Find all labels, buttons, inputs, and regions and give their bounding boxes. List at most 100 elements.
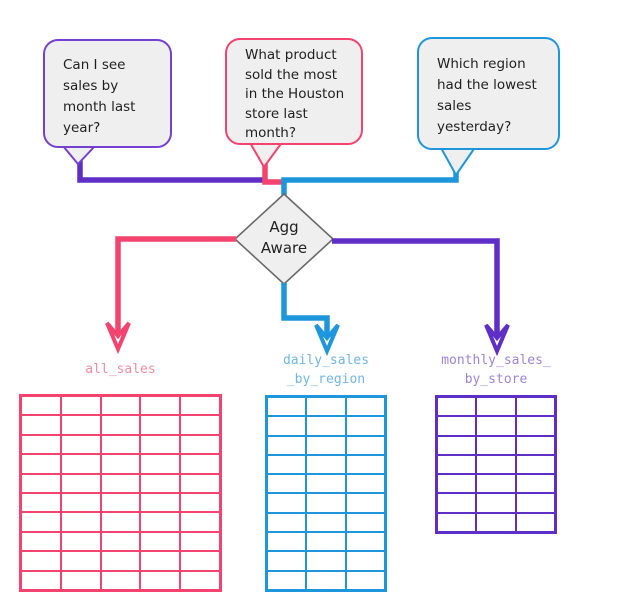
- table-cell: [141, 532, 180, 551]
- table-cell: [141, 397, 180, 415]
- table-cell: [61, 532, 100, 551]
- table-cell: [141, 552, 180, 570]
- table-cell: [307, 513, 345, 532]
- table-cell: [438, 455, 476, 474]
- table-cell: [61, 397, 100, 415]
- table-cell: [22, 416, 60, 434]
- table-cell: [61, 455, 100, 473]
- table-cell: [346, 494, 384, 512]
- table-cell: [346, 417, 384, 435]
- table-cell: [438, 513, 476, 531]
- table-cell: [307, 455, 345, 474]
- table-cell: [141, 571, 180, 589]
- table-label-daily-sales-by-region: daily_sales _by_region: [282, 353, 370, 387]
- table-cell: [307, 417, 345, 435]
- table-label-monthly-sales-by-store: monthly_sales_ by_store: [441, 353, 551, 387]
- table-cell: [268, 398, 306, 416]
- table-cell: [181, 571, 219, 589]
- arrowhead-blue-icon: [314, 323, 340, 357]
- table-cell: [268, 571, 306, 589]
- table-cell: [307, 398, 345, 416]
- table-cell: [438, 398, 476, 416]
- table-cell: [61, 493, 100, 512]
- table-cell: [346, 398, 384, 416]
- table-cell: [477, 475, 515, 493]
- table-cell: [61, 474, 100, 492]
- table-cell: [516, 417, 554, 435]
- table-cell: [22, 552, 60, 570]
- table-cell: [22, 474, 60, 492]
- table-cell: [181, 455, 219, 473]
- table-cell: [268, 417, 306, 435]
- table-cell: [438, 417, 476, 435]
- table-cell: [268, 513, 306, 532]
- table-all-sales: [19, 394, 222, 592]
- table-cell: [477, 436, 515, 454]
- table-cell: [22, 397, 60, 415]
- speech-bubble-question-3: Which region had the lowest sales yester…: [417, 37, 560, 150]
- table-cell: [181, 397, 219, 415]
- table-cell: [101, 571, 140, 589]
- table-cell: [438, 494, 476, 512]
- table-cell: [141, 513, 180, 531]
- table-cell: [141, 416, 180, 434]
- table-cell: [22, 532, 60, 551]
- table-cell: [22, 513, 60, 531]
- table-cell: [181, 474, 219, 492]
- wire-purple-out: [332, 238, 500, 338]
- table-cell: [101, 397, 140, 415]
- table-cell: [141, 435, 180, 454]
- table-cell: [516, 398, 554, 416]
- table-cell: [346, 552, 384, 570]
- table-cell: [477, 513, 515, 531]
- table-cell: [516, 513, 554, 531]
- question-3-text: Which region had the lowest sales yester…: [437, 56, 537, 135]
- wire-pink-in: [262, 160, 285, 185]
- table-cell: [141, 474, 180, 492]
- table-cell: [516, 494, 554, 512]
- table-cell: [22, 493, 60, 512]
- table-cell: [22, 455, 60, 473]
- table-cell: [181, 513, 219, 531]
- table-cell: [307, 533, 345, 551]
- table-cell: [181, 532, 219, 551]
- table-cell: [268, 475, 306, 493]
- wire-pink-out: [115, 236, 236, 337]
- table-cell: [181, 435, 219, 454]
- table-cell: [181, 552, 219, 570]
- table-cell: [346, 513, 384, 532]
- table-cell: [101, 513, 140, 531]
- wire-purple-in: [77, 158, 267, 183]
- table-cell: [516, 475, 554, 493]
- table-cell: [101, 435, 140, 454]
- table-cell: [346, 455, 384, 474]
- table-cell: [101, 416, 140, 434]
- table-cell: [477, 398, 515, 416]
- table-cell: [61, 416, 100, 434]
- arrowhead-purple-icon: [484, 323, 510, 357]
- table-cell: [268, 494, 306, 512]
- table-cell: [438, 475, 476, 493]
- table-cell: [141, 455, 180, 473]
- wire-blue-out: [281, 283, 330, 338]
- bubble-tail-purple: [62, 145, 96, 166]
- decision-diamond-label: Agg Aware: [260, 218, 308, 257]
- table-cell: [307, 552, 345, 570]
- table-cell: [101, 532, 140, 551]
- table-cell: [61, 571, 100, 589]
- table-cell: [141, 493, 180, 512]
- table-cell: [346, 475, 384, 493]
- table-cell: [61, 552, 100, 570]
- table-cell: [346, 571, 384, 589]
- question-1-text: Can I see sales by month last year?: [63, 57, 136, 136]
- table-cell: [61, 513, 100, 531]
- arrowhead-pink-icon: [105, 321, 131, 355]
- table-cell: [101, 474, 140, 492]
- table-cell: [61, 435, 100, 454]
- table-cell: [438, 436, 476, 454]
- table-cell: [307, 494, 345, 512]
- table-cell: [307, 475, 345, 493]
- table-cell: [477, 455, 515, 474]
